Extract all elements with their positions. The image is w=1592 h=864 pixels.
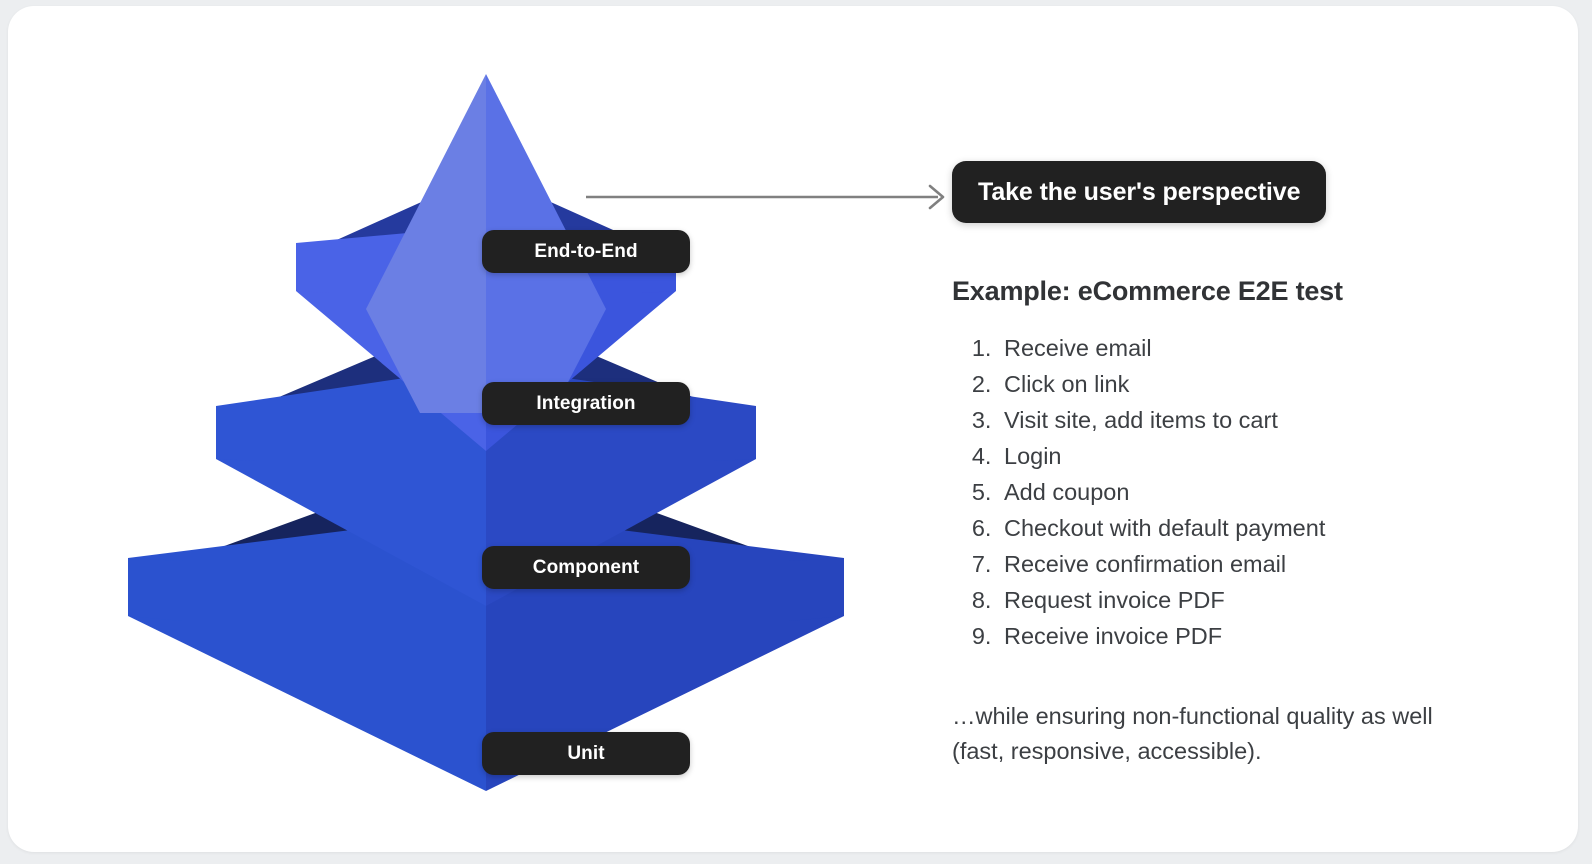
- content-card: End-to-End Integration Component Unit Ta…: [8, 6, 1578, 852]
- closing-note: …while ensuring non-functional quality a…: [952, 702, 1433, 765]
- pyramid-tier-unit: [128, 451, 844, 791]
- list-item: Login: [998, 439, 1512, 475]
- connector-arrow: [586, 184, 945, 210]
- list-item: Visit site, add items to cart: [998, 403, 1512, 439]
- list-item: Receive confirmation email: [998, 547, 1512, 583]
- component-face-left: [216, 366, 486, 606]
- integration-outer-left: [296, 243, 330, 293]
- tier-label-component[interactable]: Component: [482, 546, 690, 589]
- component-outer-left: [216, 406, 258, 461]
- tier-label-end-to-end[interactable]: End-to-End: [482, 230, 690, 273]
- e2e-face-left: [366, 74, 486, 309]
- arrow-right-icon: [928, 184, 945, 210]
- list-item: Request invoice PDF: [998, 583, 1512, 619]
- pyramid-svg: [128, 74, 844, 791]
- unit-face-left: [128, 513, 486, 791]
- list-item: Checkout with default payment: [998, 511, 1512, 547]
- unit-outer-left: [128, 558, 183, 621]
- tier-label-unit[interactable]: Unit: [482, 732, 690, 775]
- pyramid-diagram: End-to-End Integration Component Unit: [108, 61, 878, 806]
- e2e-ridge-left: [366, 309, 486, 413]
- details-panel: Take the user's perspective Example: eCo…: [952, 161, 1512, 770]
- pyramid-tier-component: [216, 309, 756, 606]
- callout-banner: Take the user's perspective: [952, 161, 1327, 223]
- list-item: Receive email: [998, 331, 1512, 367]
- example-heading: Example: eCommerce E2E test: [952, 276, 1343, 306]
- list-item: Add coupon: [998, 475, 1512, 511]
- tier-label-integration[interactable]: Integration: [482, 382, 690, 425]
- list-item: Receive invoice PDF: [998, 619, 1512, 655]
- list-item: Click on link: [998, 367, 1512, 403]
- unit-outer-right: [789, 558, 844, 621]
- component-outer-right: [714, 406, 756, 461]
- example-steps-list: Receive email Click on link Visit site, …: [952, 331, 1512, 655]
